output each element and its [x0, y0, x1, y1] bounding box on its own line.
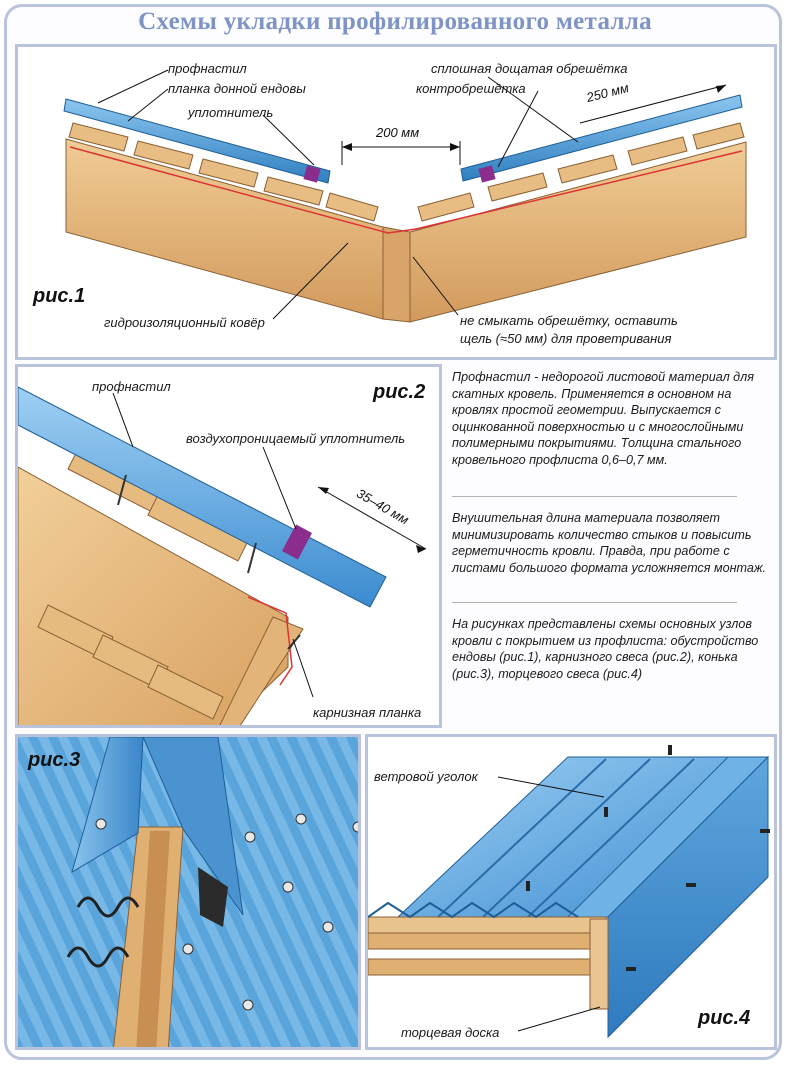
description-paragraph-2: Внушительная длина материала позволяет м…: [452, 511, 767, 575]
fig4-panel: ветровой уголок торцевая доска рис.4: [365, 734, 777, 1050]
fig1-panel: профнастил планка донной ендовы уплотнит…: [15, 44, 777, 360]
fig1-label-sealant: уплотнитель: [188, 105, 274, 120]
fig4-leaders: [497, 776, 605, 1032]
fig4-caption: рис.4: [698, 1007, 751, 1029]
fig4-battens: [368, 916, 607, 976]
fig2-panel: профнастил рис.2 воздухопроницаемый упло…: [15, 364, 442, 728]
fig4-label-wind-corner: ветровой уголок: [374, 769, 478, 784]
fig1-left-sealant: [303, 165, 321, 183]
fig3-caption: рис.3: [28, 749, 81, 771]
description-separator-2: [452, 602, 737, 603]
fig4-profile-edge: [368, 901, 579, 919]
fig3-wave-profile: [66, 896, 140, 968]
fig1-label-valley-plank: планка донной ендовы: [168, 81, 306, 96]
description-paragraph-1: Профнастил - недорогой листовой материал…: [452, 370, 754, 467]
page-title: Схемы укладки профилированного металла: [138, 8, 652, 35]
fig1-leaders: [97, 69, 579, 320]
fig1-drawing: [63, 69, 747, 323]
fig1-label-solid-sheathing: сплошная дощатая обрешётка: [431, 61, 628, 76]
fig1-label-counter-batten: контробрешётка: [416, 81, 526, 96]
fig3-ridge-cap-left: [71, 737, 144, 874]
fig4-drawing: [368, 745, 770, 1039]
fig4-end-board: [589, 918, 609, 1010]
fig2-label-breathable-sealant: воздухопроницаемый уплотнитель: [186, 431, 406, 446]
fig1-right-battens: [417, 122, 745, 222]
fig1-left-profsheet: [63, 98, 331, 184]
fig2-label-profnastil: профнастил: [92, 379, 171, 394]
fig1-caption: рис.1: [33, 285, 86, 307]
fig2-battens: [37, 448, 249, 720]
description-paragraph-3: На рисунках представлены схемы основных …: [452, 617, 759, 681]
fig4-screws: [526, 745, 770, 971]
fig1-dim250-line: [579, 84, 727, 124]
fig1-valley-board: [382, 226, 411, 323]
fig2-caption: рис.2: [373, 381, 426, 403]
fig2-eaves-plank-line: [247, 596, 293, 686]
fig1-label-gap-note-1: не смыкать обрешётку, оставить: [460, 313, 678, 328]
fig2-drawing: [18, 386, 427, 725]
fig1-left-battens: [68, 122, 379, 222]
fig3-drawing: [18, 737, 358, 1047]
fig1-label-profnastil: профнастил: [168, 61, 247, 76]
fig2-label-eaves-plank: карнизная планка: [313, 705, 422, 720]
fig1-label-gap-note-2: щель (≈50 мм) для проветривания: [460, 331, 672, 346]
description-separator-1: [452, 496, 737, 497]
fig1-right-sealant: [478, 165, 496, 183]
fig2-leaders: [112, 392, 427, 698]
fig1-right-profsheet: [460, 94, 743, 182]
fig1-label-waterproof-carpet: гидроизоляционный ковёр: [104, 315, 265, 330]
fig2-sealant: [282, 524, 312, 560]
fig3-ridge-sealant: [198, 867, 228, 927]
fig1-dim-200: 200 мм: [376, 125, 420, 140]
fig3-screws: [95, 813, 358, 1011]
fig2-eaves-board: [219, 616, 304, 725]
fig4-label-end-board: торцевая доска: [401, 1025, 500, 1040]
fig3-ridge-cap-right: [142, 737, 244, 916]
fig3-panel: рис.3: [15, 734, 361, 1050]
fig1-waterproof-line: [69, 146, 743, 234]
